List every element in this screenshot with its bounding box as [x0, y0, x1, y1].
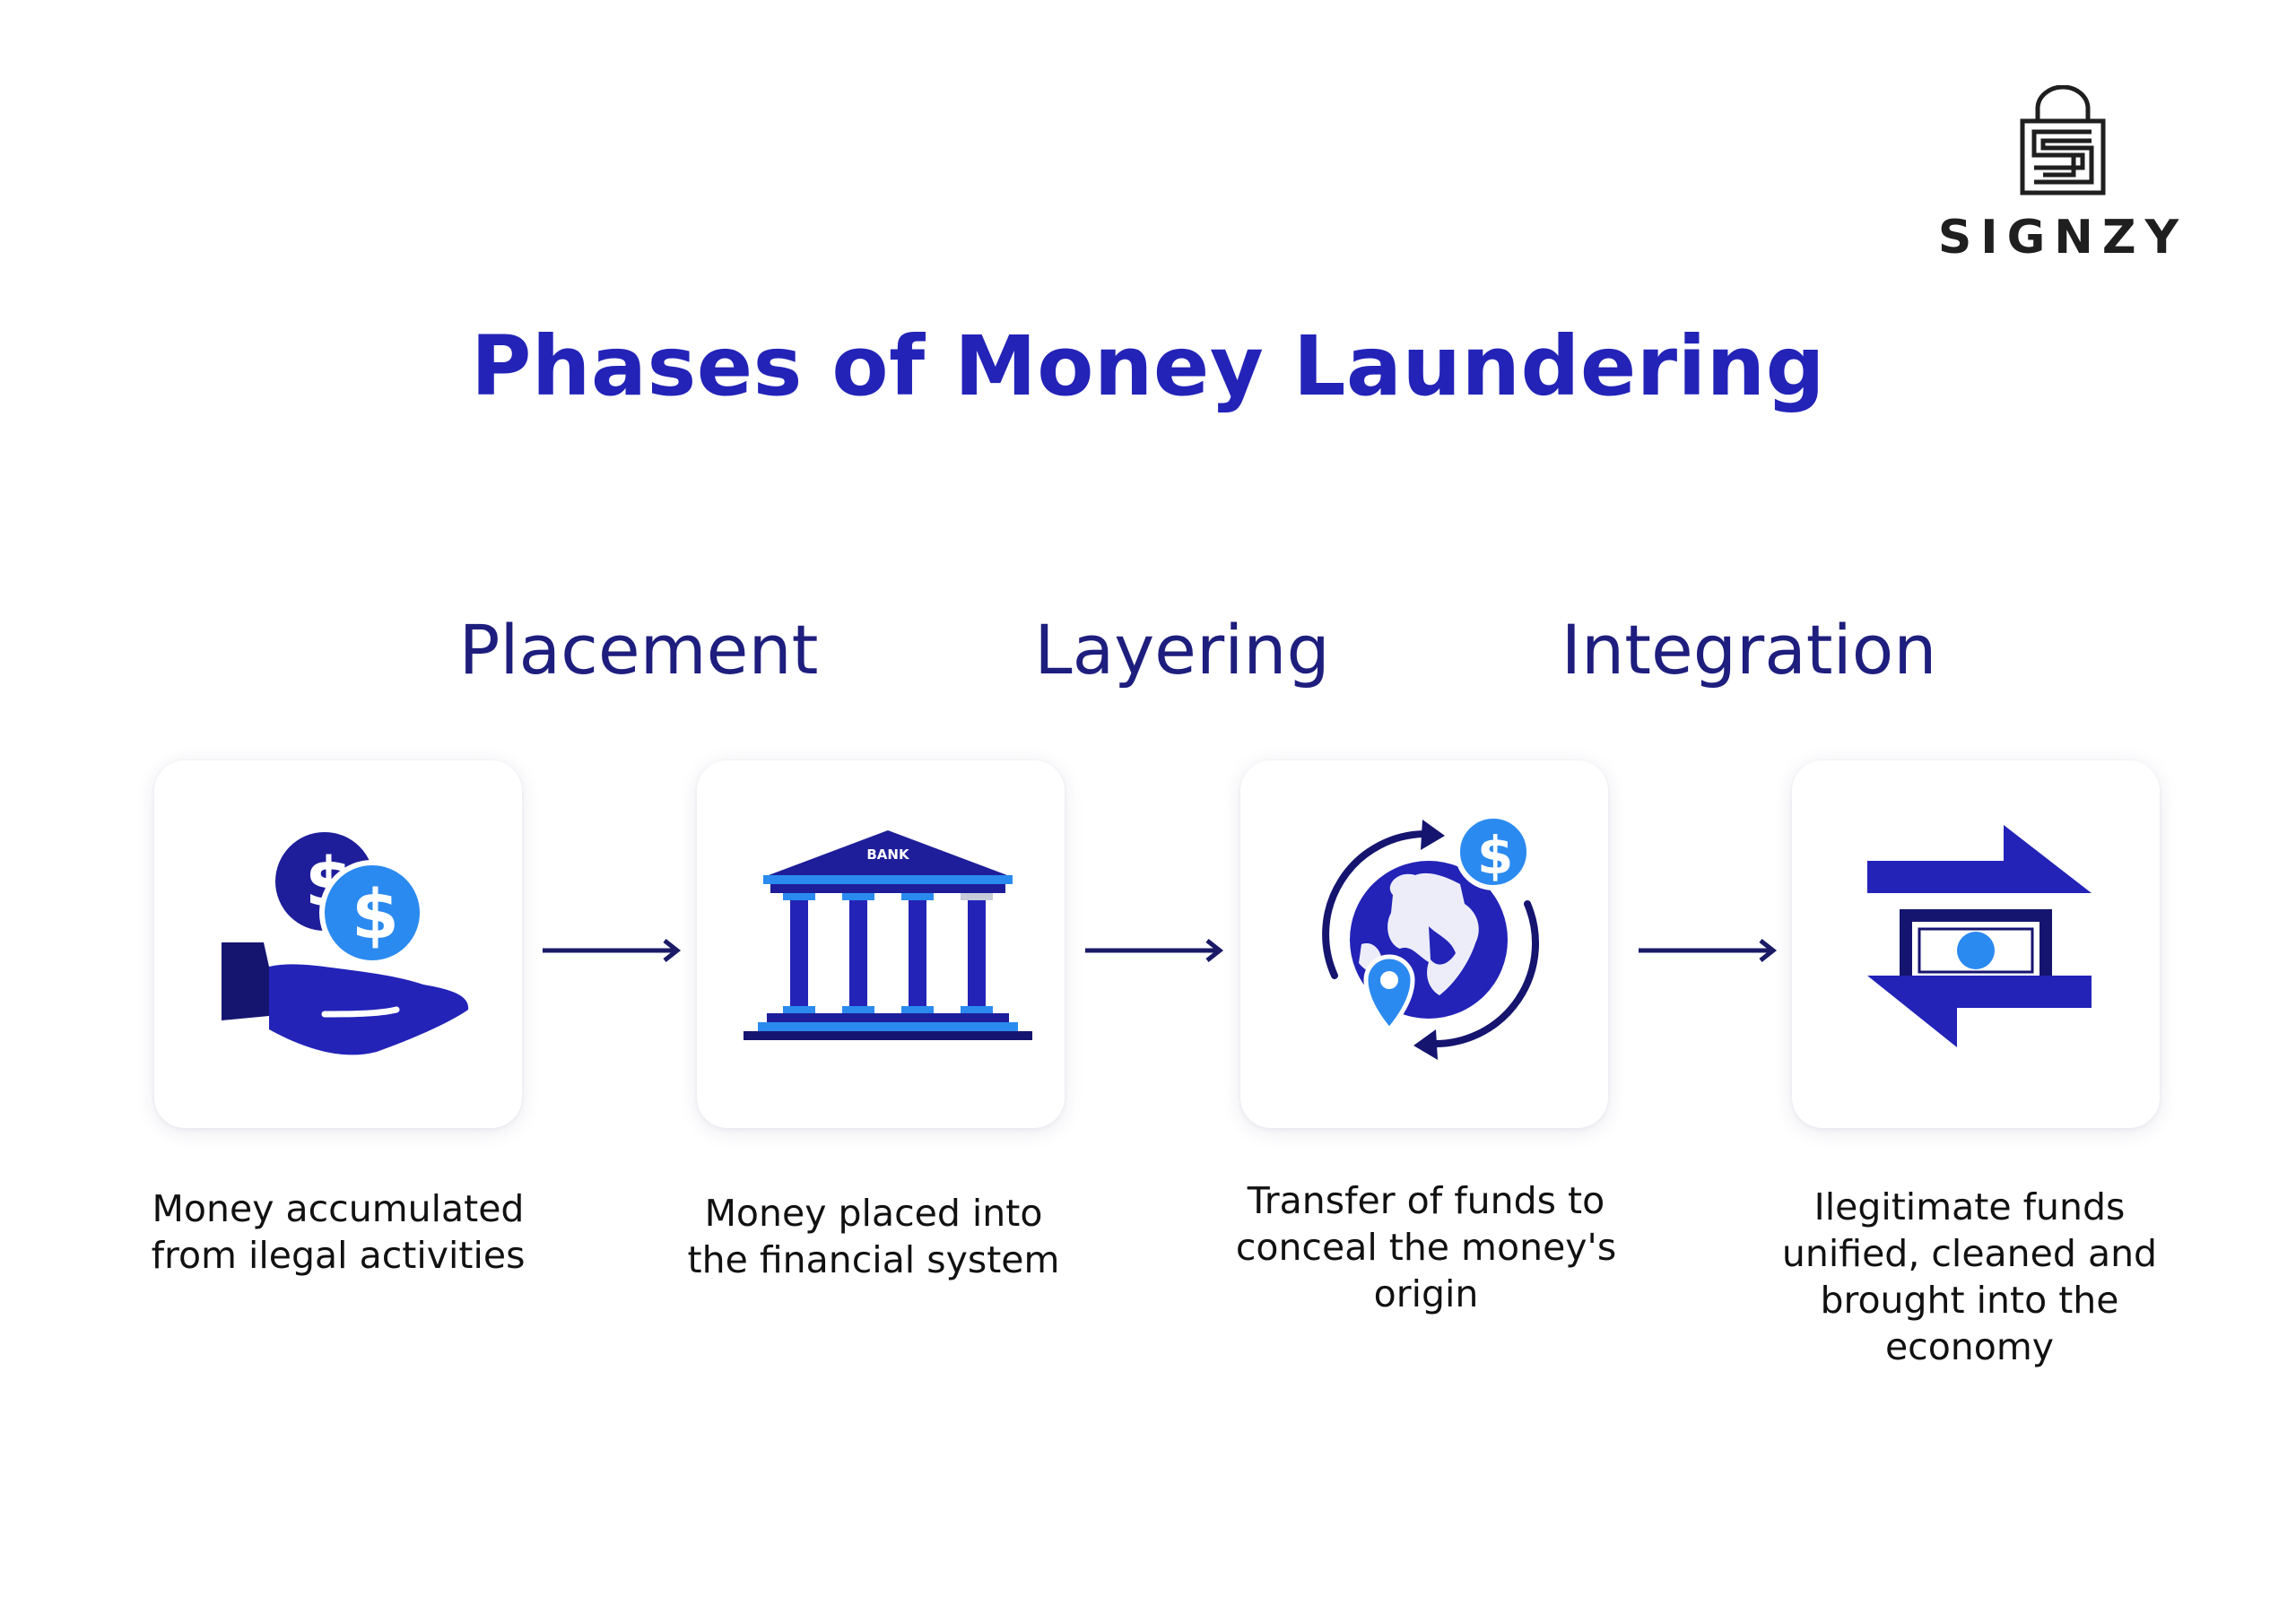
signzy-logo: SIGNZY — [1928, 85, 2197, 265]
hand-coins-icon: $ $ — [222, 832, 469, 1055]
flow-arrow-1 — [543, 939, 682, 962]
exchange-cash-icon — [1867, 825, 2092, 1047]
flow-arrow-3 — [1639, 939, 1778, 962]
bank-icon: BANK — [744, 830, 1032, 1040]
phase-label-layering: Layering — [1034, 610, 1330, 690]
page-title: Phases of Money Laundering — [470, 318, 1826, 414]
step-description-layering: Transfer of funds to conceal the money's… — [1235, 1179, 1617, 1315]
padlock-logo-icon — [2020, 85, 2106, 195]
globe-transfer-icon: $ — [1322, 813, 1539, 1060]
svg-text:$: $ — [1477, 825, 1513, 886]
brand-name: SIGNZY — [1937, 211, 2188, 265]
step-description-placement: Money placed into the financial system — [687, 1192, 1060, 1281]
phase-label-placement: Placement — [458, 610, 819, 690]
step-card-accumulation: $ $ — [154, 760, 522, 1128]
step-description-integration: Ilegitimate funds unified, cleaned and b… — [1781, 1185, 2158, 1368]
step-card-layering: $ — [1240, 760, 1608, 1128]
svg-text:$: $ — [352, 874, 399, 954]
step-card-placement: BANK — [697, 760, 1065, 1128]
step-description-accumulation: Money accumulated from ilegal activities — [151, 1187, 526, 1277]
flow-arrow-2 — [1085, 939, 1224, 962]
step-card-integration — [1792, 760, 2160, 1128]
phase-label-integration: Integration — [1561, 610, 1937, 690]
bank-icon-text: BANK — [866, 846, 910, 863]
